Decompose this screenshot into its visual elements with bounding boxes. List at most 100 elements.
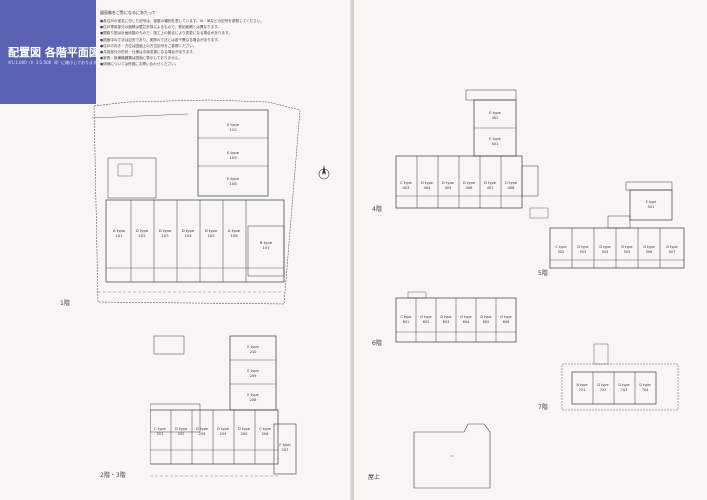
unit-number: 507 [669, 250, 675, 254]
unit-label: D type [484, 181, 497, 185]
unit-label: D type [480, 315, 491, 319]
north-arrow [318, 164, 330, 182]
unit-number: 208 [250, 398, 258, 402]
unit-label: D type [500, 315, 511, 319]
f5-walls [571, 228, 661, 268]
unit-number: 404 [424, 186, 432, 190]
unit-label: D type [440, 315, 451, 319]
unit-number: 501 [648, 205, 654, 209]
unit-number: 407 [487, 186, 494, 190]
unit-label: C type [154, 427, 166, 431]
unit-label: D type [420, 315, 431, 319]
unit-number: 209 [250, 374, 258, 378]
note-line: ●図面中の寸法は目安であり、実際の寸法とは若干異なる場合があります。 [100, 37, 222, 42]
unit-number: 105 [207, 233, 215, 238]
unit-label: E type [489, 137, 501, 141]
unit-number: 403 [403, 186, 410, 190]
unit-label: C type [555, 245, 566, 249]
unit-label: D type [505, 181, 518, 185]
unit-number: 408 [508, 186, 516, 190]
floor-label-1: 1階 [60, 300, 70, 307]
unit-number: 704 [642, 388, 648, 392]
unit-number: 102 [138, 233, 146, 238]
unit-number: 405 [445, 186, 452, 190]
f4-walls [416, 156, 502, 208]
unit-number: 701 [579, 388, 585, 392]
unit-label: D type [217, 427, 230, 431]
unit-number: 703 [621, 388, 627, 392]
unit-label: D type [421, 181, 434, 185]
unit-number: 101 [115, 233, 123, 238]
floor-1-plan: A type 101 D type 102 D type 103 D type … [91, 99, 301, 305]
unit-label: D type [460, 315, 471, 319]
unit-label: D type [136, 228, 149, 233]
note-line: ●住戸専用部分の面積は壁芯計算によるもので、登記面積とは異なります。 [100, 25, 222, 30]
unit-label: D type [442, 181, 455, 185]
unit-label: E type [646, 200, 657, 204]
unit-label: F type [279, 443, 291, 447]
title-block: 配置図 各階平面図 ※1:1,000（Ⅰ）1:1,500（Ⅱ）に縮小しております… [0, 0, 101, 104]
unit-number: 210 [250, 350, 258, 354]
floor-label-roof: 屋上 [368, 474, 381, 481]
unit-label: D type [618, 383, 629, 387]
f7-walls [592, 372, 636, 404]
unit-number: 602 [423, 320, 429, 324]
unit-label: B type [260, 240, 273, 245]
unit-number: 109 [229, 155, 237, 160]
unit-label: C type [400, 181, 412, 185]
unit-number: 203 [199, 432, 206, 436]
unit-number: 204 [220, 432, 228, 436]
unit-number: 502 [558, 250, 564, 254]
unit-number: 104 [184, 233, 192, 238]
note-line: ●家具・設備機器類は図面に表示しておりません。 [100, 56, 182, 61]
unit-number: 205 [241, 432, 248, 436]
floor-label-6: 6階 [372, 340, 382, 347]
unit-label: D type [238, 427, 251, 431]
unit-number: 503 [580, 250, 586, 254]
notes-heading: 図面集をご覧になるにあたって [100, 10, 156, 15]
unit-number: 601 [403, 320, 409, 324]
unit-number: 110 [229, 127, 237, 132]
unit-label: D type [196, 427, 209, 431]
notes-block: 図面集をご覧になるにあたって ●各住戸の室名に付した記号は、部屋の種別を表してい… [100, 10, 350, 68]
unit-label: E type [247, 345, 259, 349]
note-line: ●間取り図は計画段階のもので、施工上の都合により変更になる場合があります。 [100, 31, 232, 36]
note-line: ●共用部分の形状・仕様は今後変更になる場合があります。 [100, 50, 197, 55]
unit-number: 201 [157, 432, 164, 436]
unit-number: 702 [600, 388, 606, 392]
unit-label: E type [227, 176, 240, 181]
unit-label: D type [577, 245, 588, 249]
unit-label: D type [643, 245, 654, 249]
unit-label: C type [259, 427, 271, 431]
unit-label: A type [113, 228, 126, 233]
unit-label: B type [577, 383, 588, 387]
unit-number: 401 [492, 142, 499, 146]
unit-number: 505 [624, 250, 630, 254]
unit-number: 605 [483, 320, 489, 324]
floor-label-2-3: 2階・3階 [100, 472, 126, 479]
note-line: ●詳細については係員にお問い合わせください。 [100, 62, 179, 67]
floor-4-plan: E type 402 E type 401 C type 403 D type … [395, 89, 549, 219]
notes-list: ●各住戸の室名に付した記号は、部屋の種別を表しています。ⅠA・ⅠBなどの記号を参… [100, 18, 350, 68]
floor-label-5: 5階 [538, 270, 548, 277]
unit-label: D type [621, 245, 632, 249]
unit-label: E type [247, 393, 259, 397]
floor-label-4: 4階 [372, 206, 382, 213]
floor-5-plan: E type 501 C type 502 D type 503 D type … [549, 181, 685, 269]
unit-label: E type [227, 150, 240, 155]
unit-label: D type [159, 228, 172, 233]
f23-bottom-walls [170, 410, 256, 464]
unit-number: 207 [282, 448, 289, 452]
unit-label: D type [666, 245, 677, 249]
unit-label: D type [599, 245, 610, 249]
floor-2-3-plan: E type 210 E type 209 E type 208 C type … [150, 335, 297, 477]
note-line: ●住戸の向き・方位は図面上の方位記号をご参照ください。 [100, 43, 197, 48]
left-page: 配置図 各階平面図 ※1:1,000（Ⅰ）1:1,500（Ⅱ）に縮小しております… [0, 0, 352, 500]
unit-label: D type [175, 427, 188, 431]
unit-number: 106 [230, 233, 238, 238]
floor-label-7: 7階 [538, 404, 548, 411]
page-title: 配置図 各階平面図 [8, 46, 100, 59]
unit-label: D type [639, 383, 650, 387]
unit-label: E type [227, 122, 240, 127]
floor-6-plan: C type 601 D type 602 D type 603 D type … [395, 291, 517, 343]
